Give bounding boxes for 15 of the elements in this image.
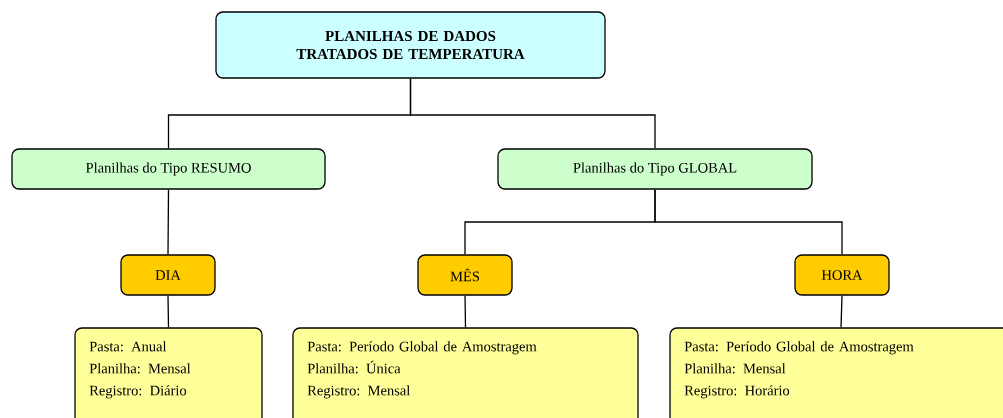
title-box: PLANILHAS DE DADOS TRATADOS DE TEMPERATURA <box>215 11 606 79</box>
category-box: Planilhas do Tipo RESUMO <box>11 148 326 190</box>
connector-line <box>409 78 656 149</box>
period-box: DIA <box>120 254 216 296</box>
info-box: Pasta: Período Global de Amostragem Planilha: Única Registro: Mensal <box>292 327 639 418</box>
connector-line <box>167 189 170 255</box>
connector-line <box>654 189 843 255</box>
connector-line <box>167 295 170 328</box>
connector-line <box>840 295 843 328</box>
info-box: Pasta: Período Global de Amostragem Planilha: Mensal Registro: Horário <box>669 327 1003 418</box>
info-box: Pasta: Anual Planilha: Mensal Registro: Diário <box>74 327 263 418</box>
period-box: MÊS <box>417 254 513 296</box>
connector-line <box>464 295 467 328</box>
category-box: Planilhas do Tipo GLOBAL <box>497 148 813 190</box>
period-box: HORA <box>794 254 890 296</box>
